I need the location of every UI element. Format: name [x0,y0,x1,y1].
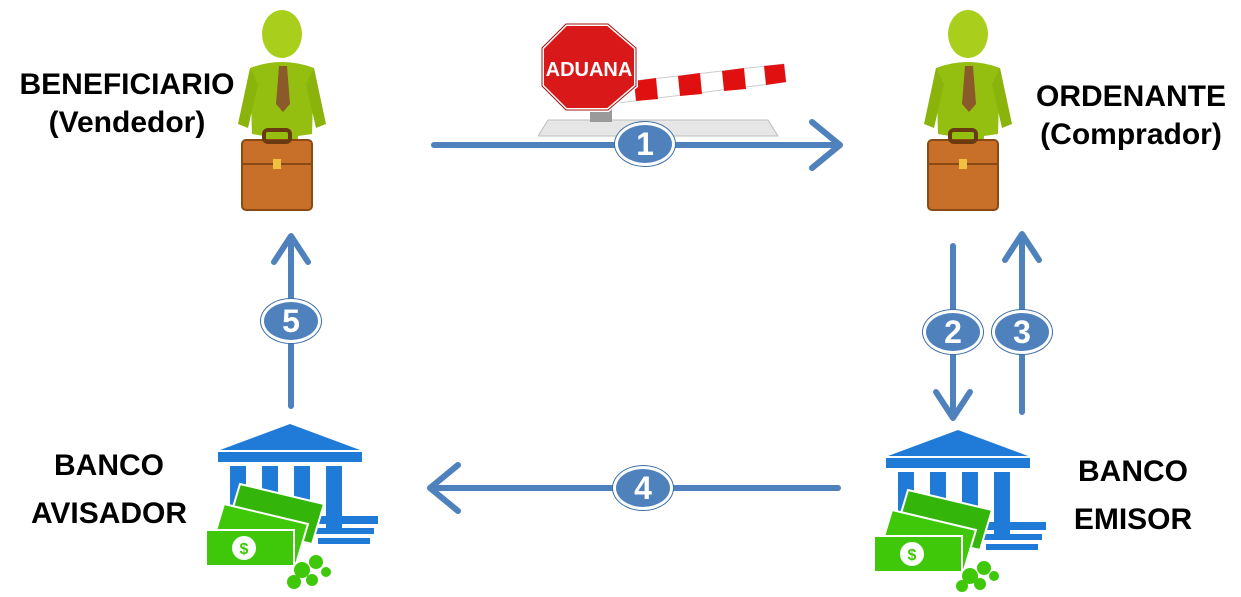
briefcase-icon [241,128,313,211]
step-badge-5: 5 [261,299,321,343]
svg-text:$: $ [908,547,917,564]
beneficiary-label: BENEFICIARIO (Vendedor) [4,66,250,142]
step-badge-3: 3 [992,310,1052,354]
orderer-title: ORDENANTE [1035,80,1226,113]
orderer-label: ORDENANTE (Comprador) [1024,78,1238,154]
businessman-icon [238,10,326,211]
dollar-bills-icon: $ [205,482,331,589]
briefcase-icon [927,128,999,211]
stop-sign-icon: ADUANA [540,22,638,112]
businessman-icon [924,10,1012,211]
step-badge-2: 2 [923,310,983,354]
customs-sign-text: ADUANA [546,59,633,81]
step-badge-4: 4 [613,466,673,510]
advising-bank-title: BANCO [54,449,164,482]
issuing-bank-label: BANCO EMISOR [1056,448,1210,544]
barrier-bar [607,63,787,105]
bank-building-icon: $ [873,430,1046,592]
dollar-bills-icon: $ [873,488,999,592]
svg-text:$: $ [240,541,249,558]
issuing-bank-subtitle: EMISOR [1073,503,1193,536]
bank-building-icon: $ [205,424,378,589]
advising-bank-label: BANCO AVISADOR [6,442,212,538]
beneficiary-title: BENEFICIARIO [19,68,235,101]
issuing-bank-title: BANCO [1078,455,1188,488]
beneficiary-subtitle: (Vendedor) [48,106,206,139]
advising-bank-subtitle: AVISADOR [30,497,188,530]
orderer-subtitle: (Comprador) [1040,118,1222,151]
customs-barrier: ADUANA [538,22,787,137]
step-badge-1: 1 [615,122,675,166]
